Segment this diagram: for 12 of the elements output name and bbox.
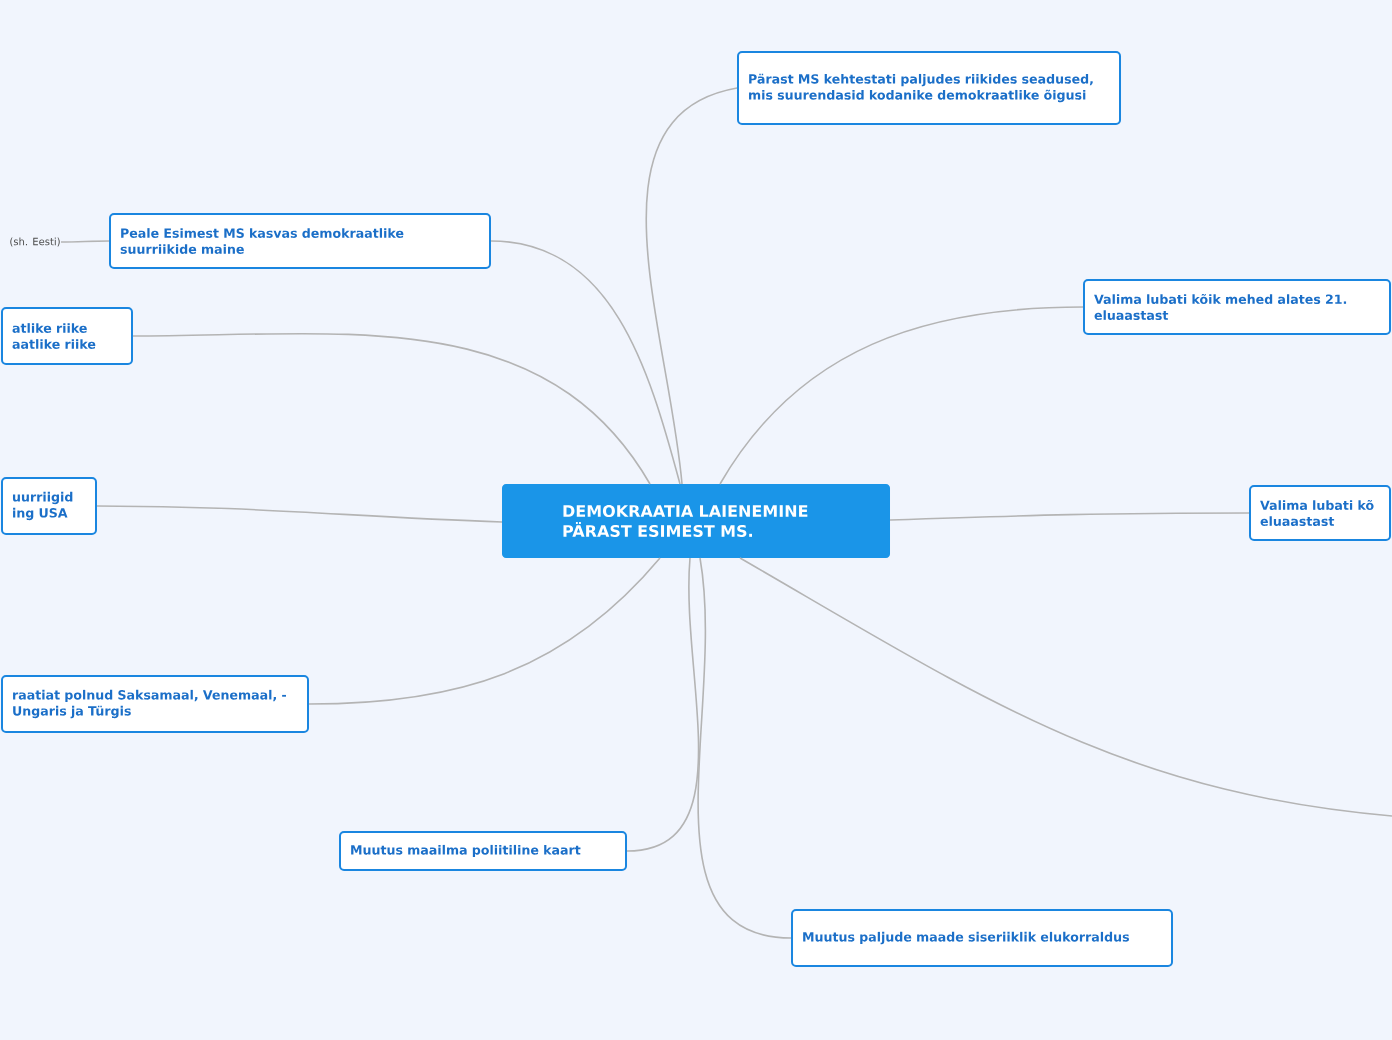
connector [889,512,1250,521]
connector [626,557,700,852]
connector [132,332,651,485]
connector [60,240,110,243]
connector [308,557,661,705]
connector [719,306,1084,485]
connector [697,557,792,939]
connector [645,87,738,485]
topic-box: DEMOKRAATIA LAIENEMINE PÄRAST ESIMEST MS. [502,484,890,558]
connector [739,557,1392,817]
connector [96,505,503,523]
connector [490,240,681,485]
